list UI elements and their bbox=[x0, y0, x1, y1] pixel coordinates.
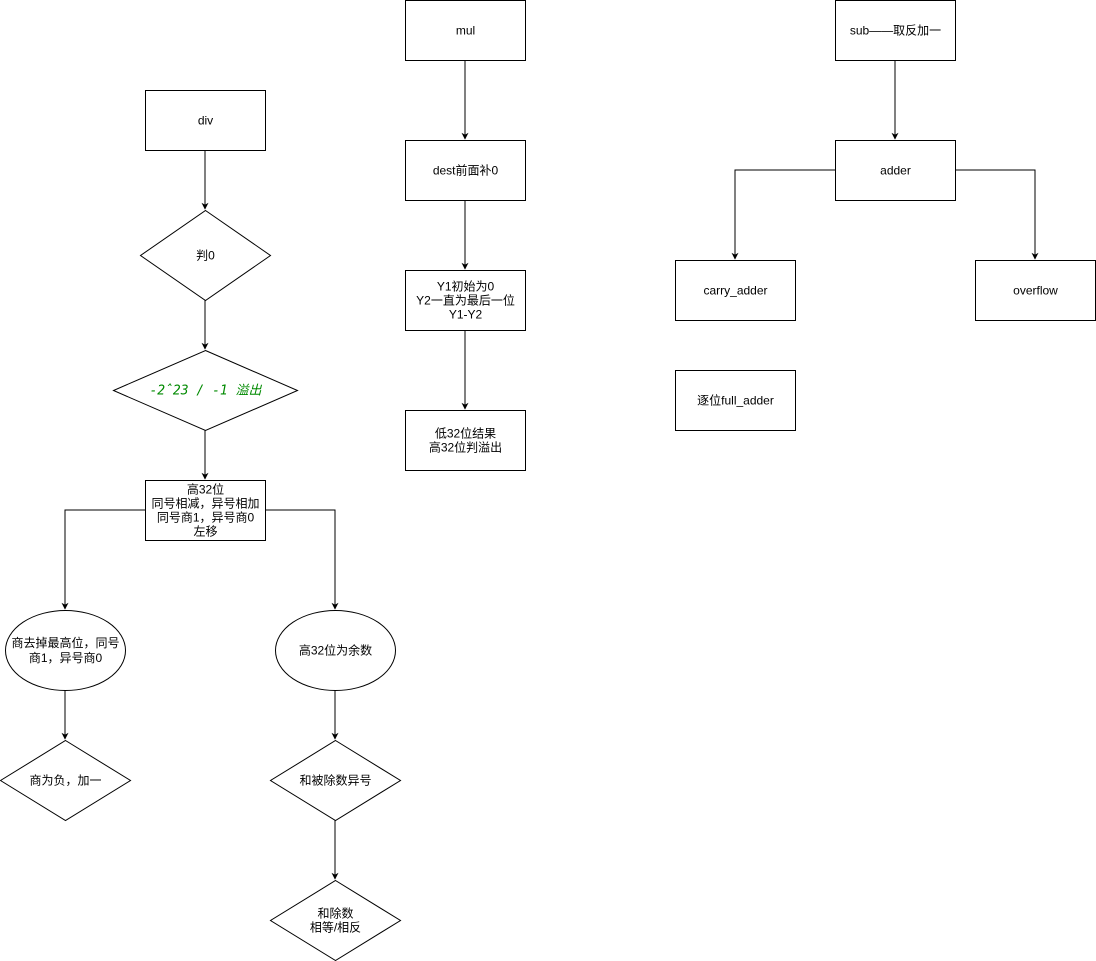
label-line: sub——取反加一 bbox=[850, 24, 941, 38]
edge-high32-to-quotient-shift bbox=[61, 509, 145, 610]
label-line: 商为负，加一 bbox=[29, 773, 101, 788]
label-line: mul bbox=[456, 24, 475, 38]
node-sub-label: sub——取反加一 bbox=[850, 24, 941, 38]
node-div[interactable]: div bbox=[145, 90, 266, 151]
label-line: Y1-Y2 bbox=[449, 308, 483, 322]
label-line: Y2一直为最后一位 bbox=[416, 293, 515, 308]
node-divisor-compare[interactable]: 和除数相等/相反 bbox=[269, 879, 402, 961]
node-quotient-negative-label: 商为负，加一 bbox=[29, 773, 101, 788]
label-line: 低32位结果 bbox=[435, 426, 496, 441]
edges bbox=[61, 60, 1039, 880]
label-line: -2ˆ23 / -1 溢出 bbox=[149, 384, 262, 399]
label-line: 同号商1，异号商0 bbox=[157, 510, 255, 525]
label-line: 相等/相反 bbox=[310, 921, 361, 935]
label-line: adder bbox=[880, 164, 911, 178]
node-overflow-label: overflow bbox=[1013, 284, 1058, 298]
label-line: 和被除数异号 bbox=[299, 773, 371, 788]
node-overflow-check-label: -2ˆ23 / -1 溢出 bbox=[149, 384, 262, 399]
label-line: 高32位 bbox=[187, 482, 224, 497]
label-line: dest前面补0 bbox=[433, 163, 499, 178]
node-high32-remainder[interactable]: 高32位为余数 bbox=[275, 610, 396, 691]
node-divisor-compare-label: 和除数相等/相反 bbox=[310, 906, 361, 935]
label-line: 同号相减，异号相加 bbox=[151, 497, 259, 511]
label-line: 商去掉最高位，同号 bbox=[11, 635, 119, 650]
label-line: 高32位判溢出 bbox=[429, 440, 502, 455]
label-line: overflow bbox=[1013, 284, 1058, 298]
label-line: 商1，异号商0 bbox=[29, 650, 103, 665]
edge-high32-to-remainder bbox=[265, 509, 339, 610]
node-sub[interactable]: sub——取反加一 bbox=[835, 0, 956, 61]
label-line: 逐位full_adder bbox=[697, 393, 774, 408]
edge-adder-to-overflow bbox=[955, 169, 1039, 260]
label-line: carry_adder bbox=[703, 284, 767, 298]
node-check-zero-label: 判0 bbox=[196, 249, 215, 263]
node-mul[interactable]: mul bbox=[405, 0, 526, 61]
node-full-adder-label: 逐位full_adder bbox=[697, 393, 774, 408]
node-high32-remainder-label: 高32位为余数 bbox=[299, 643, 372, 658]
node-low32-result[interactable]: 低32位结果高32位判溢出 bbox=[405, 410, 526, 471]
label-line: 判0 bbox=[196, 249, 215, 263]
label-line: 左移 bbox=[193, 524, 217, 539]
node-check-zero[interactable]: 判0 bbox=[139, 209, 272, 302]
edge-adder-to-carry-adder bbox=[731, 169, 835, 260]
node-overflow[interactable]: overflow bbox=[975, 260, 1096, 321]
node-carry-adder[interactable]: carry_adder bbox=[675, 260, 796, 321]
node-adder[interactable]: adder bbox=[835, 140, 956, 201]
node-dest-pad[interactable]: dest前面补0 bbox=[405, 140, 526, 201]
node-adder-label: adder bbox=[880, 164, 911, 178]
node-full-adder[interactable]: 逐位full_adder bbox=[675, 370, 796, 431]
label-line: 高32位为余数 bbox=[299, 643, 372, 658]
node-dividend-sign-label: 和被除数异号 bbox=[299, 773, 371, 788]
node-div-label: div bbox=[198, 114, 213, 128]
node-quotient-shift[interactable]: 商去掉最高位，同号商1，异号商0 bbox=[5, 610, 126, 691]
node-overflow-check[interactable]: -2ˆ23 / -1 溢出 bbox=[112, 349, 299, 432]
node-mul-label: mul bbox=[456, 24, 475, 38]
label-line: Y1初始为0 bbox=[437, 280, 495, 294]
node-low32-result-label: 低32位结果高32位判溢出 bbox=[429, 426, 502, 455]
label-line: div bbox=[198, 114, 213, 128]
label-line: 和除数 bbox=[317, 906, 353, 921]
node-dividend-sign[interactable]: 和被除数异号 bbox=[269, 739, 402, 822]
node-quotient-shift-label: 商去掉最高位，同号商1，异号商0 bbox=[11, 635, 119, 665]
node-quotient-negative[interactable]: 商为负，加一 bbox=[0, 739, 132, 822]
node-carry-adder-label: carry_adder bbox=[703, 284, 767, 298]
node-dest-pad-label: dest前面补0 bbox=[433, 163, 499, 178]
